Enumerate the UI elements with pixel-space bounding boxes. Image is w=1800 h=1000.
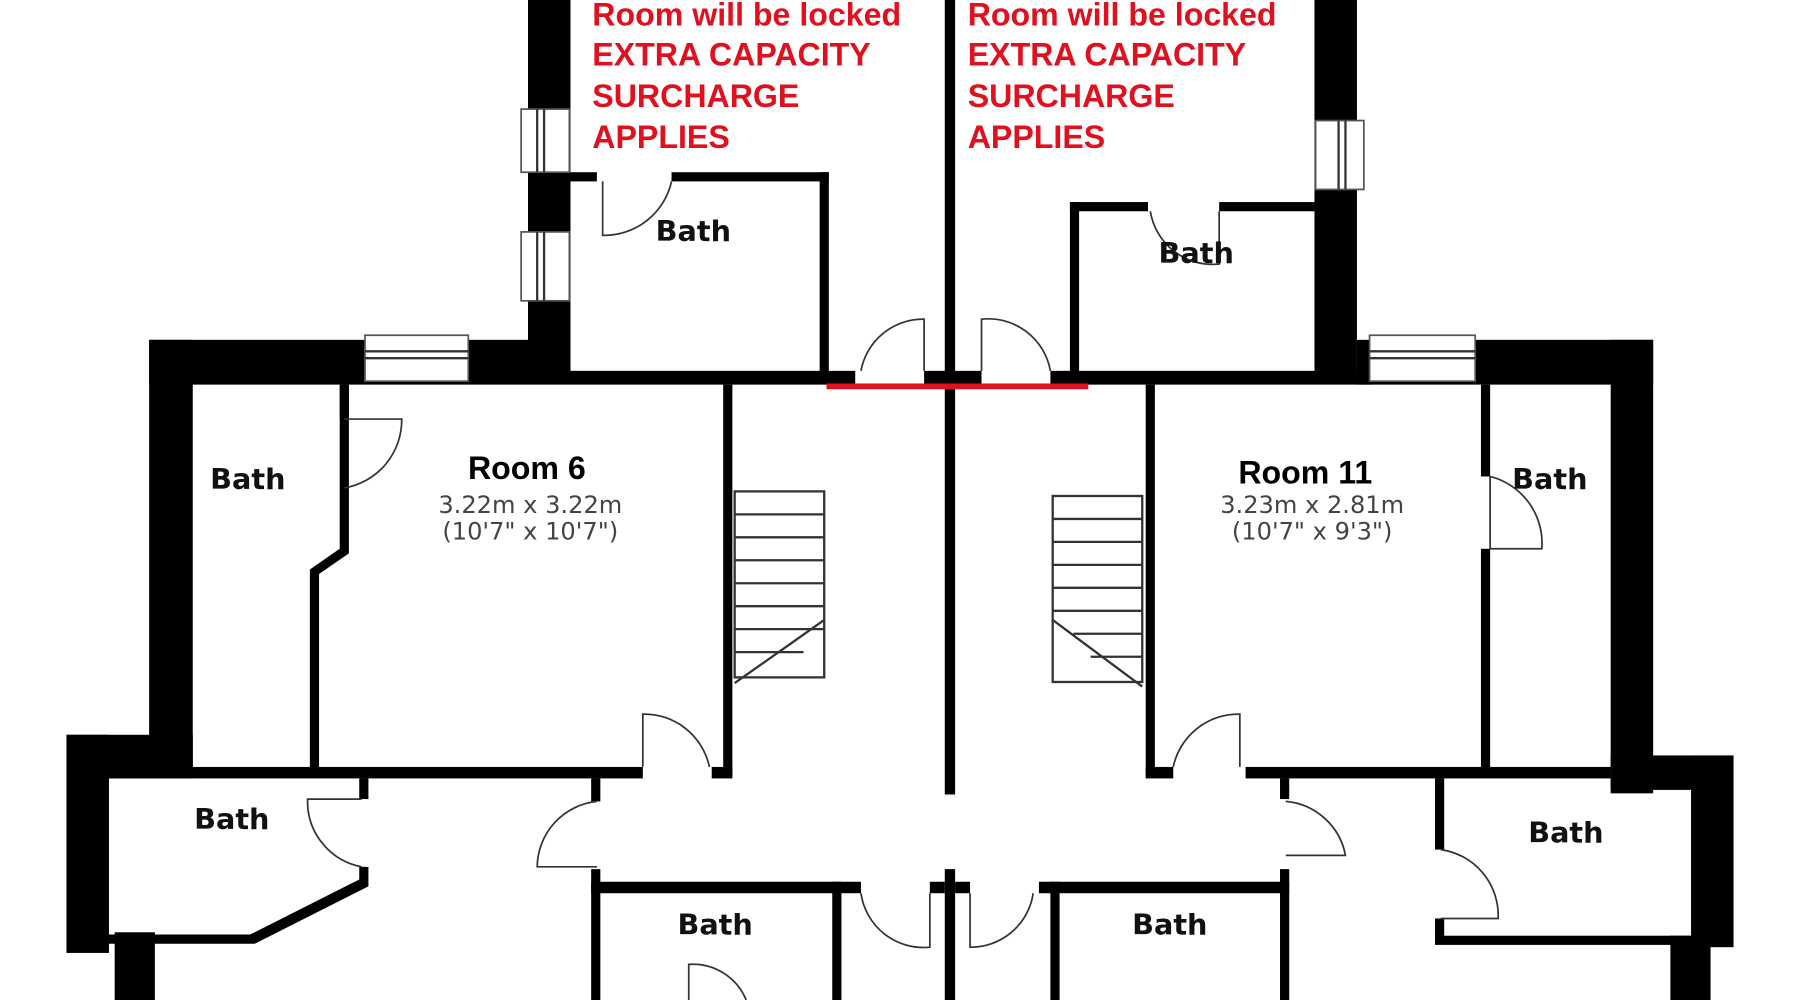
bath-label: Bath <box>210 462 285 496</box>
room-11: Room 11 3.23m x 2.81m (10'7" x 9'3") <box>1220 454 1404 545</box>
bath-label: Bath <box>194 802 269 836</box>
stairs-right <box>1051 494 1144 688</box>
notice-line: EXTRA CAPACITY <box>968 36 1246 72</box>
windows <box>364 108 1477 383</box>
walls <box>66 0 1734 1000</box>
stairs-left <box>733 490 826 685</box>
bath-label: Bath <box>656 214 731 248</box>
bath-label: Bath <box>1528 816 1603 850</box>
locked-notice-right: Room will be locked EXTRA CAPACITY SURCH… <box>968 0 1277 155</box>
room-6: Room 6 3.22m x 3.22m (10'7" x 10'7") <box>438 450 622 546</box>
bath-label: Bath <box>1132 908 1207 942</box>
bath-label: Bath <box>1159 236 1234 270</box>
locked-notice-left: Room will be locked EXTRA CAPACITY SURCH… <box>592 0 901 155</box>
notice-line: EXTRA CAPACITY <box>592 36 870 72</box>
room-name: Room 6 <box>468 450 586 486</box>
notice-line: SURCHARGE <box>592 78 799 114</box>
room-name: Room 11 <box>1238 454 1372 490</box>
room-size-imperial: (10'7" x 9'3") <box>1232 518 1393 546</box>
notice-line: Room will be locked <box>592 0 901 32</box>
notice-line: Room will be locked <box>968 0 1277 32</box>
room-size-imperial: (10'7" x 10'7") <box>442 518 618 546</box>
bath-label: Bath <box>1512 462 1587 496</box>
doors <box>306 181 1543 1000</box>
notice-line: APPLIES <box>592 119 729 155</box>
locked-door-marker <box>826 383 1089 390</box>
bath-labels: Bath Bath Bath Bath Bath Bath Bath Bath <box>194 214 1603 941</box>
bath-label: Bath <box>677 908 752 942</box>
notice-line: APPLIES <box>968 119 1105 155</box>
room-size-metric: 3.23m x 2.81m <box>1220 491 1404 519</box>
notice-line: SURCHARGE <box>968 78 1175 114</box>
room-size-metric: 3.22m x 3.22m <box>438 491 622 519</box>
